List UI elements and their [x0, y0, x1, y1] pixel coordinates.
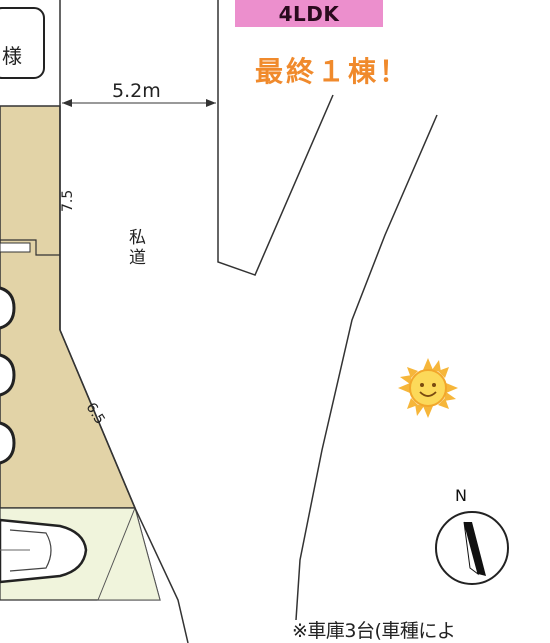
parking-stall-3	[0, 421, 16, 465]
lot-label: 様	[2, 43, 22, 68]
door-outline	[0, 242, 31, 253]
road-edge-lower	[59, 329, 189, 643]
dimension-road-width: 5.2m	[112, 80, 161, 102]
neighbor-building	[217, 0, 334, 276]
compass-north-label: N	[455, 486, 467, 505]
promo-text: 最終１棟！	[255, 55, 411, 88]
arrowhead-left	[62, 99, 72, 107]
parking-stall-2	[0, 353, 16, 397]
layout-badge: 4LDK	[235, 0, 383, 27]
parking-strip	[97, 506, 161, 601]
parked-car-icon	[0, 518, 88, 584]
parking-stall-1	[0, 286, 16, 330]
private-road-label: 私道	[129, 228, 146, 268]
dimension-side-a: 7.5	[60, 189, 76, 212]
north-compass-icon	[435, 511, 509, 585]
parking-note: ※車庫3台(車種によ	[292, 620, 456, 642]
smiling-sun-icon	[398, 358, 458, 418]
house-wall	[0, 239, 60, 256]
lot-parcel	[0, 105, 137, 509]
arrowhead-right	[206, 99, 216, 107]
road-edge-right	[295, 114, 438, 621]
lot-label-box	[0, 7, 45, 79]
